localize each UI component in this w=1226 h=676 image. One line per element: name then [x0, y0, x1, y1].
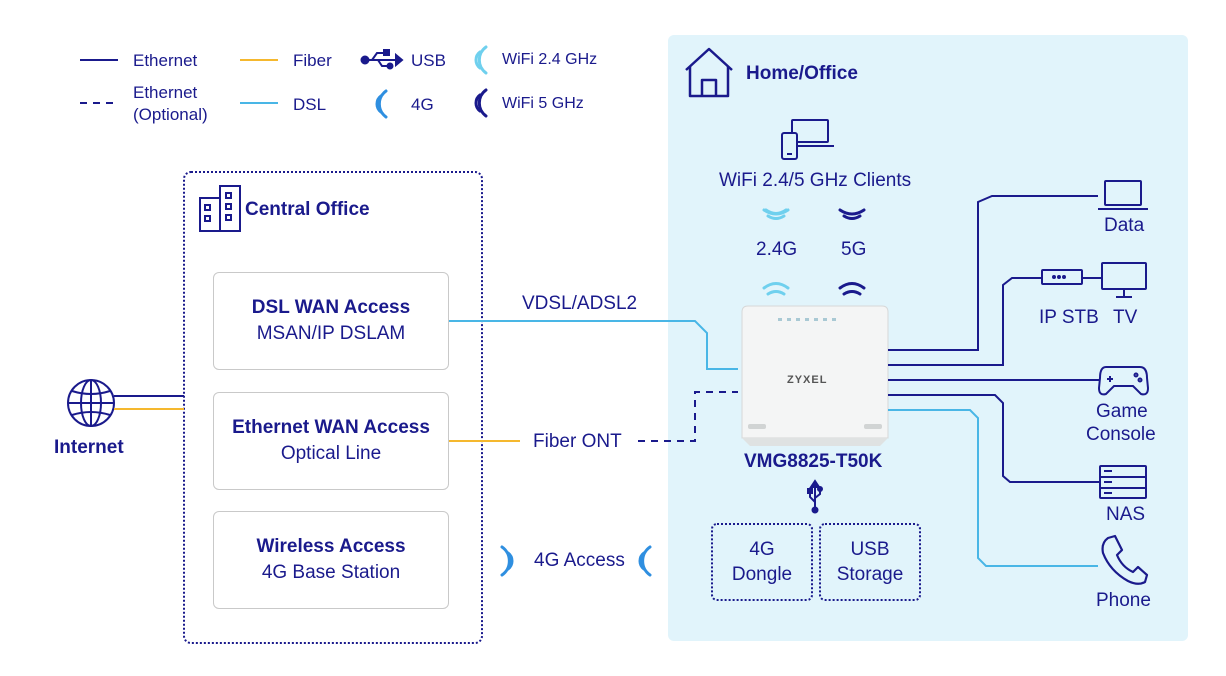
laptop-icon — [1098, 180, 1148, 210]
internet-label: Internet — [54, 437, 124, 458]
device-nas-label: NAS — [1106, 504, 1146, 525]
router-device — [741, 305, 889, 446]
link-stb — [888, 277, 1042, 366]
wifi-24-icon — [474, 45, 488, 75]
legend-ethernet-optional-label: Ethernet — [133, 83, 198, 102]
link-nas — [888, 394, 1100, 483]
nas-icon — [1099, 465, 1147, 499]
gamepad-icon — [1097, 366, 1150, 396]
usb-storage-line1: USB — [850, 539, 890, 560]
wireless-access-subtitle: 4G Base Station — [261, 562, 401, 583]
globe-icon — [67, 379, 115, 427]
central-office-title: Central Office — [245, 199, 370, 220]
home-icon — [685, 47, 733, 98]
vdsl-label: VDSL/ADSL2 — [522, 293, 638, 314]
tv-icon — [1101, 262, 1147, 298]
fiber-ont-label: Fiber ONT — [533, 431, 622, 452]
router-model-label: VMG8825-T50K — [744, 451, 883, 472]
access-4g-label: 4G Access — [534, 550, 625, 571]
legend-fiber-label: Fiber — [293, 51, 332, 70]
dsl-wan-access-title: DSL WAN Access — [251, 297, 411, 318]
wifi-5-router-icon — [838, 282, 866, 296]
home-office-title: Home/Office — [746, 63, 858, 84]
device-console-label: Console — [1086, 424, 1156, 445]
legend-wifi24-label: WiFi 2.4 GHz — [502, 51, 598, 68]
usb-dongle-line2: Dongle — [731, 564, 793, 585]
band-24-label: 2.4G — [756, 239, 798, 260]
device-tv-label: TV — [1113, 307, 1138, 328]
usb-storage-line2: Storage — [836, 564, 904, 585]
legend-ethernet-label: Ethernet — [133, 51, 198, 70]
central-office-frame — [183, 171, 483, 644]
phone-icon — [1101, 534, 1149, 585]
wireless-access-title: Wireless Access — [256, 536, 406, 557]
signal-4g-icon — [375, 89, 388, 119]
device-phone-label: Phone — [1096, 590, 1151, 611]
ont-optional-ethernet-link — [638, 391, 738, 442]
building-icon — [199, 185, 241, 232]
legend-ethernet-optional-sublabel: (Optional) — [133, 105, 208, 124]
legend-wifi5-label: WiFi 5 GHz — [502, 95, 584, 112]
legend-usb-label: USB — [411, 51, 446, 70]
usb-storage-box: USB Storage — [819, 523, 921, 601]
usb-dongle-box: 4G Dongle — [711, 523, 813, 601]
usb-icon — [360, 49, 404, 70]
device-game-label: Game — [1096, 401, 1148, 422]
legend-dsl-label: DSL — [293, 95, 327, 114]
band-5-label: 5G — [841, 239, 867, 260]
dsl-link — [449, 320, 738, 370]
link-phone — [888, 409, 1098, 567]
ethernet-wan-access-box: Ethernet WAN Access Optical Line — [213, 392, 449, 490]
access-4g-right-icon — [638, 545, 652, 577]
laptop-phone-icon — [781, 119, 834, 160]
ethernet-wan-access-subtitle: Optical Line — [280, 443, 382, 464]
dsl-wan-access-box: DSL WAN Access MSAN/IP DSLAM — [213, 272, 449, 370]
router-brand-logo: ZYXEL — [787, 374, 828, 386]
router-usb-icon — [807, 479, 823, 514]
access-4g-left-icon — [500, 545, 514, 577]
wifi-24-router-icon — [762, 282, 790, 296]
device-ipstb-label: IP STB — [1039, 307, 1099, 328]
set-top-box-icon — [1041, 269, 1083, 285]
wifi-clients-label: WiFi 2.4/5 GHz Clients — [719, 170, 912, 191]
ethernet-wan-access-title: Ethernet WAN Access — [232, 417, 430, 438]
wireless-access-box: Wireless Access 4G Base Station — [213, 511, 449, 609]
wifi-5-small-icon — [838, 208, 866, 220]
wifi-24-small-icon — [762, 208, 790, 220]
wifi-5-icon — [474, 88, 488, 118]
link-data — [888, 195, 1098, 351]
device-data-label: Data — [1104, 215, 1145, 236]
dsl-wan-access-subtitle: MSAN/IP DSLAM — [256, 323, 406, 344]
legend-4g-label: 4G — [411, 95, 434, 114]
usb-dongle-line1: 4G — [749, 539, 775, 560]
